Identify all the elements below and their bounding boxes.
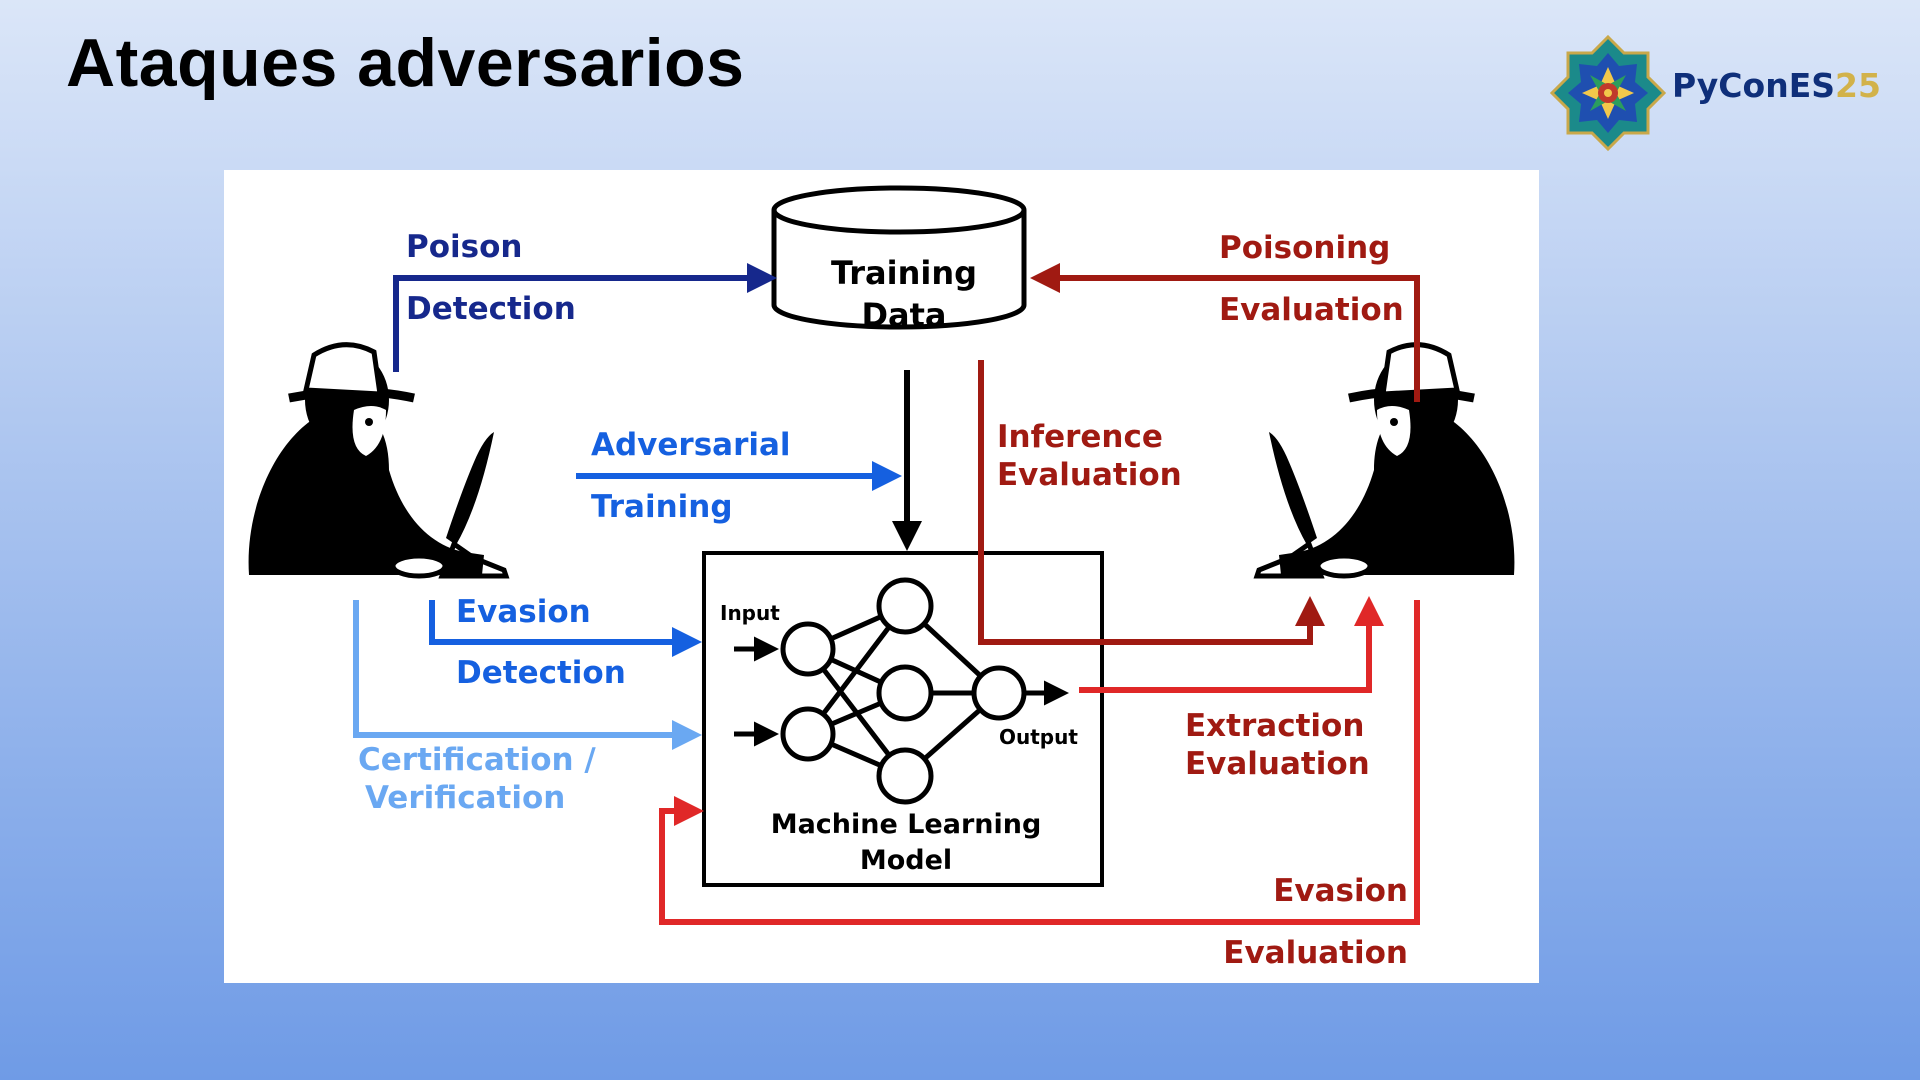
extraction-evaluation-label-2: Evaluation [1185, 746, 1370, 782]
certification-label-1: Certification / [358, 742, 596, 778]
evasion-detection-label-1: Evasion [456, 594, 591, 630]
evasion-evaluation-label-2: Evaluation [1223, 935, 1408, 971]
adversarial-ml-diagram: Training Data Input Output Machine Learn… [248, 185, 1515, 971]
logo-number: 25 [1835, 66, 1881, 105]
poison-detection-arrow [393, 263, 777, 372]
adversarial-training-label-1: Adversarial [591, 427, 791, 463]
diagram-panel: Training Data Input Output Machine Learn… [224, 170, 1539, 983]
database-cylinder-icon [771, 185, 1027, 330]
extraction-evaluation-arrow [1079, 596, 1384, 693]
inference-evaluation-label-1: Inference [997, 419, 1163, 455]
poison-detection-label-1: Poison [406, 229, 522, 265]
inference-evaluation-label-2: Evaluation [997, 457, 1182, 493]
defender-monitor-icon [438, 432, 510, 579]
poisoning-evaluation-label-2: Evaluation [1219, 292, 1404, 328]
training-data-label-2: Data [861, 296, 946, 334]
model-label-1: Machine Learning [771, 809, 1042, 840]
pycones-star-icon [1549, 34, 1667, 152]
evasion-detection-label-2: Detection [456, 655, 626, 691]
defender-hacker-icon [248, 342, 484, 579]
slide-title: Ataques adversarios [66, 25, 745, 101]
adversarial-training-label-2: Training [591, 489, 733, 525]
certification-arrow [353, 600, 702, 750]
output-label: Output [999, 725, 1078, 749]
attacker-hacker-icon [1279, 342, 1515, 579]
poison-detection-label-2: Detection [406, 291, 576, 327]
certification-label-2: Verification [365, 780, 565, 816]
extraction-evaluation-label-1: Extraction [1185, 708, 1364, 744]
poisoning-evaluation-label-1: Poisoning [1219, 230, 1390, 266]
evasion-evaluation-label-1: Evasion [1273, 873, 1408, 909]
neural-network-icon [734, 577, 1069, 805]
attacker-monitor-icon [1253, 432, 1325, 579]
model-label-2: Model [860, 845, 952, 876]
training-data-label-1: Training [831, 254, 977, 292]
pycones-logo: PyConES25 [1549, 28, 1900, 158]
inference-evaluation-arrow [978, 360, 1325, 645]
evasion-detection-arrow [429, 600, 702, 657]
poisoning-evaluation-arrow [1030, 263, 1420, 402]
evasion-evaluation-arrow [659, 600, 1420, 925]
logo-name: PyConES [1672, 66, 1836, 105]
input-label: Input [720, 601, 780, 625]
